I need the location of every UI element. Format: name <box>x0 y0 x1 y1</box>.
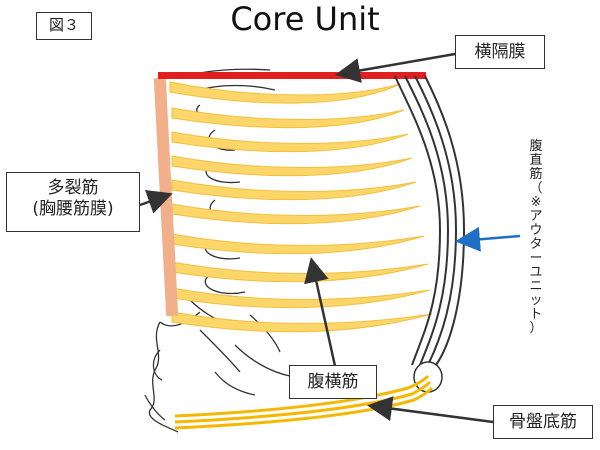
rectus-label-char: ト <box>529 307 543 322</box>
rectus-label-char: ア <box>529 209 543 224</box>
pelvic-floor-arrow <box>367 396 494 424</box>
diagram-title: Core Unit <box>230 0 380 38</box>
multifidus-label: 多裂筋 (胸腰筋膜) <box>6 172 140 232</box>
transversus-arrow <box>304 257 337 367</box>
rectus-label-char: タ <box>529 237 543 252</box>
rectus-label-char: 直 <box>529 153 543 168</box>
rectus-label-char: （ <box>529 181 543 196</box>
rectus-label-char: 腹 <box>529 139 543 154</box>
rectus-abdominis-label: 腹直筋（※アウターユニット） <box>525 140 547 336</box>
multifidus-label-line1: 多裂筋 <box>47 178 99 198</box>
transversus-abdominis-label: 腹横筋 <box>289 365 377 399</box>
rectus-label-char: ） <box>529 321 543 336</box>
rectus-label-char: 筋 <box>529 167 543 182</box>
figure-label: 図３ <box>36 12 92 40</box>
rectus-label-char: ッ <box>529 293 543 308</box>
multifidus-arrow <box>139 189 173 214</box>
multifidus-label-line2: (胸腰筋膜) <box>32 199 114 220</box>
diaphragm-arrow <box>335 52 456 83</box>
rectus-label-char: ニ <box>529 279 543 294</box>
rectus-label-char: ー <box>529 251 543 266</box>
rectus-label-char: ※ <box>530 195 542 210</box>
diaphragm-bar <box>158 72 426 79</box>
rectus-arrow <box>455 226 521 252</box>
pelvic-floor-label: 骨盤底筋 <box>493 405 593 439</box>
rectus-abdominis-lines <box>394 75 466 366</box>
diaphragm-label: 横隔膜 <box>455 35 545 69</box>
rectus-label-char: ウ <box>529 223 543 238</box>
transversus-abdominis-bands <box>169 81 433 333</box>
rectus-label-char: ユ <box>529 265 543 280</box>
